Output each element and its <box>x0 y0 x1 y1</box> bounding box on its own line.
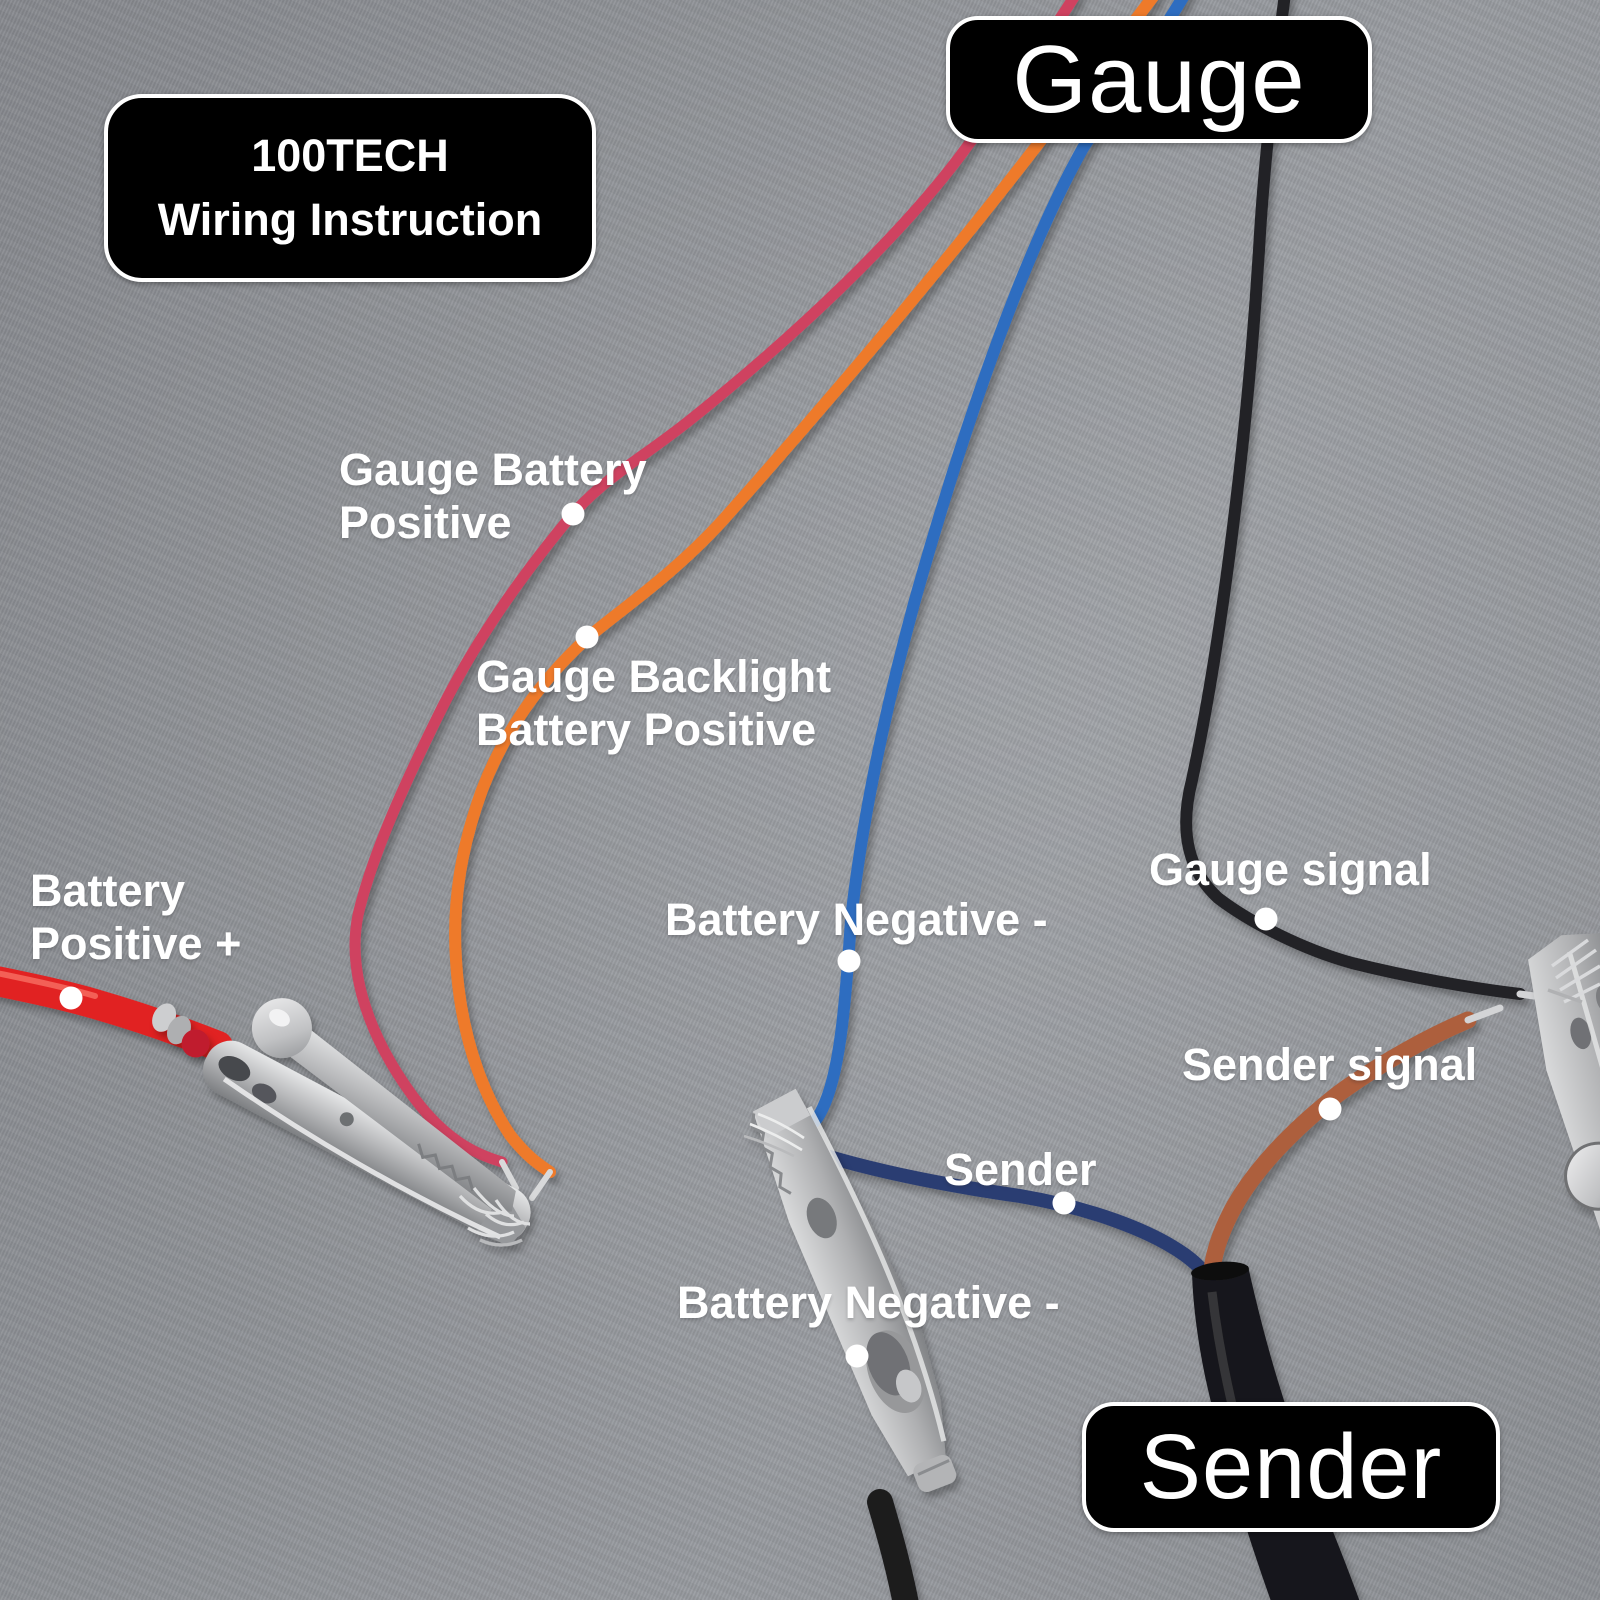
clip-teeth <box>417 1143 475 1192</box>
stripped-tip-sender-signal <box>1464 1004 1504 1024</box>
clip-red-insulation <box>181 1029 210 1058</box>
clip-body-highlight <box>806 1106 947 1442</box>
alligator-clip-battery-negative <box>743 1088 957 1600</box>
clip-hole <box>806 1197 837 1239</box>
clip-lever-knob <box>251 998 312 1059</box>
clip-jaw-shade <box>753 1088 811 1139</box>
clip-body-highlight <box>222 1076 502 1240</box>
clip-lever-knob-ring <box>1564 1141 1600 1211</box>
wire-battery-negative <box>792 0 1189 1140</box>
label-battery-negative-sender: Battery Negative - <box>677 1277 1060 1328</box>
label-gauge-backlight: Gauge Backlight Battery Positive <box>476 650 831 756</box>
clip-crimp-band <box>917 1459 950 1476</box>
label-line: Gauge Backlight <box>476 651 832 702</box>
label-gauge-signal: Gauge signal <box>1149 844 1432 895</box>
label-battery-positive: Battery Positive + <box>30 864 241 970</box>
clip-hole <box>1570 1017 1592 1050</box>
title-badge-line2: Wiring Instruction <box>157 194 543 245</box>
title-badge-line1: 100TECH <box>251 130 449 182</box>
wire-sender-signal <box>1201 1011 1477 1299</box>
clip-spring-pin <box>339 1112 354 1127</box>
clip-hole <box>218 1055 251 1082</box>
clip-lower-jaw <box>202 1040 531 1242</box>
marker-dot-gauge-signal <box>1254 907 1278 931</box>
label-sender-signal: Sender signal <box>1182 1039 1478 1090</box>
clip-knob-highlight <box>269 1009 290 1027</box>
clip-lead-wire <box>867 1489 919 1600</box>
sender-badge: Sender <box>1082 1402 1500 1532</box>
title-badge: 100TECH Wiring Instruction <box>104 94 596 282</box>
clip-jaw-strands <box>458 1187 531 1247</box>
label-battery-negative-gauge: Battery Negative - <box>665 894 1048 945</box>
gauge-badge-label: Gauge <box>1012 25 1306 133</box>
alligator-clip-battery-positive <box>152 998 531 1247</box>
label-gauge-battery-positive: Gauge Battery Positive <box>339 443 647 549</box>
clip-hole-large-glint <box>895 1369 922 1403</box>
marker-dot-battery-negative-sender <box>845 1344 869 1368</box>
marker-dot-sender-signal <box>1318 1097 1342 1121</box>
sender-cable-cut-end <box>1191 1261 1249 1281</box>
clip-hole <box>251 1083 277 1104</box>
label-line: Positive + <box>30 918 242 970</box>
marker-dot-battery-negative <box>837 949 861 973</box>
clip-body <box>1528 932 1600 1252</box>
sender-badge-label: Sender <box>1139 1415 1443 1518</box>
clip-jaw-strands <box>1547 938 1600 1004</box>
clip-teeth <box>750 1113 792 1195</box>
wire-gauge-battery-positive <box>349 0 1079 1168</box>
label-sender-wire: Sender <box>944 1144 1097 1195</box>
wire-gauge-signal <box>1180 0 1526 1000</box>
stripped-tip-gauge-backlight <box>529 1169 553 1201</box>
marker-dot-battery-positive <box>59 986 83 1010</box>
marker-dot-sender-wire <box>1052 1191 1076 1215</box>
label-line: Battery <box>30 865 186 916</box>
stripped-tip-gauge-battery-positive <box>499 1159 519 1191</box>
gauge-badge: Gauge <box>946 16 1372 143</box>
marker-dots <box>59 502 1342 1368</box>
marker-dot-gauge-backlight <box>575 625 599 649</box>
clip-crimp <box>913 1454 957 1493</box>
clip-body-highlight <box>1566 951 1600 1222</box>
label-line: Gauge Battery <box>339 444 647 495</box>
clip-lever <box>262 1008 516 1212</box>
clip-lever-knob <box>1565 1143 1600 1210</box>
label-line: Positive <box>339 497 512 549</box>
wire-battery-positive-highlight <box>0 970 98 999</box>
marker-dot-gauge-battery-positive <box>561 502 585 526</box>
clip-jaw-strands <box>743 1112 805 1158</box>
label-line: Battery Positive <box>476 704 817 756</box>
stripped-tip-gauge-signal <box>1516 990 1538 1000</box>
alligator-clip-sender <box>1528 932 1600 1252</box>
